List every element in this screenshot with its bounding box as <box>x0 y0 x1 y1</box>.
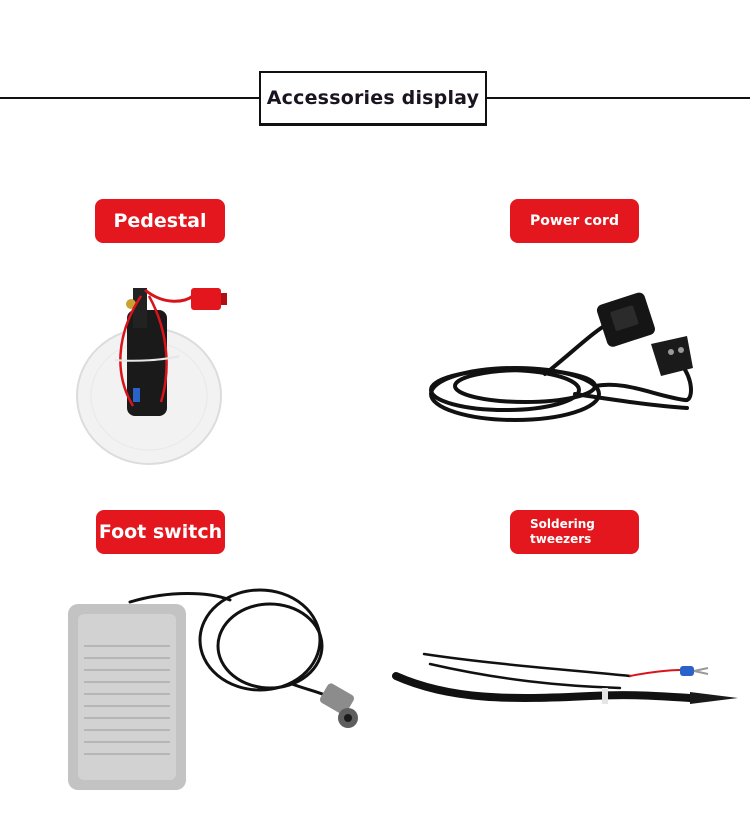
divider-left <box>0 97 260 99</box>
soldering-tweezers-label: Soldering tweezers <box>510 510 639 554</box>
soldering-tweezers-image <box>392 652 738 704</box>
power-cord-label: Power cord <box>510 199 639 243</box>
section-title: Accessories display <box>266 87 480 109</box>
foot-switch-label: Foot switch <box>96 510 225 554</box>
divider-right <box>487 97 750 99</box>
power-cord-image <box>429 292 693 422</box>
pedestal-label: Pedestal <box>95 199 225 243</box>
section-title-box: Accessories display <box>259 71 487 126</box>
foot-switch-image <box>68 588 358 790</box>
pedestal-image <box>76 288 227 465</box>
